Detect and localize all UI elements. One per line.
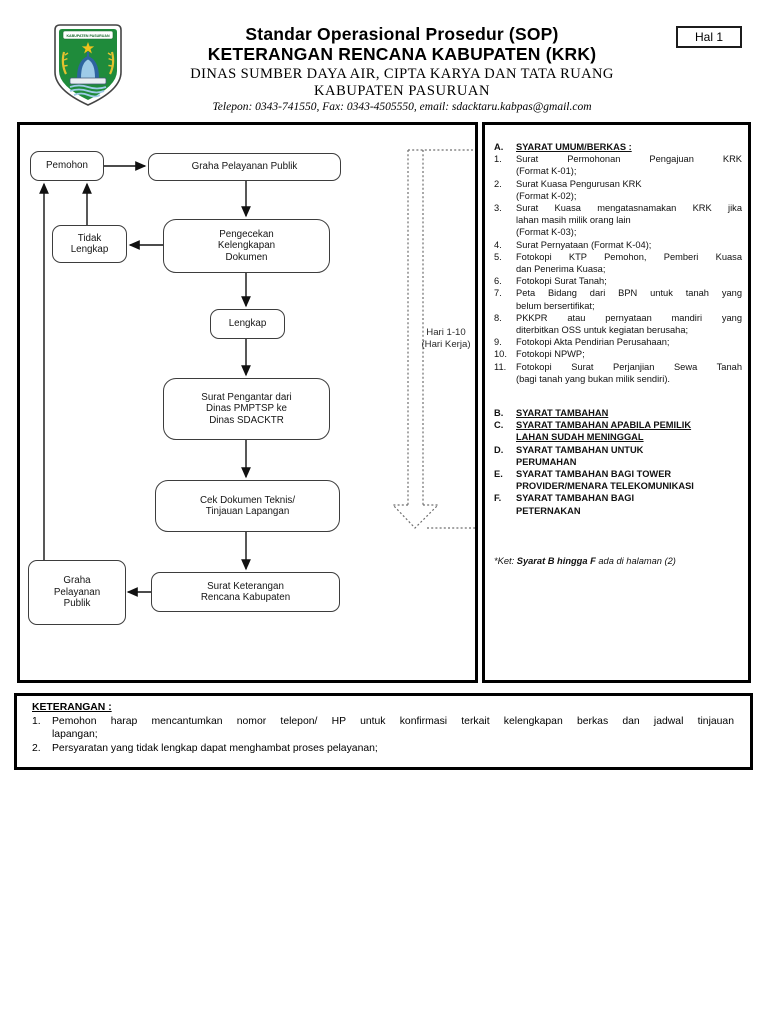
keterangan-panel: KETERANGAN : 1. Pemohon harap mencantumk… <box>14 693 753 770</box>
footnote: *Ket: Syarat B hingga F ada di halaman (… <box>494 555 676 566</box>
section-title: SYARAT UMUM/BERKAS : <box>516 142 632 152</box>
page-number-box: Hal 1 <box>676 26 742 48</box>
duration-label: Hari 1-10 (Hari Kerja) <box>421 327 471 350</box>
req-item: 10. Fotokopi NPWP; <box>494 349 585 360</box>
flow-node-lengkap: Lengkap <box>210 309 285 339</box>
flowchart-arrows <box>39 149 475 597</box>
flow-node-surat-keterangan-rencana-kabupaten: Surat Keterangan Rencana Kabupaten <box>151 572 340 612</box>
keterangan-item: 2. Persyaratan yang tidak lengkap dapat … <box>32 742 378 754</box>
pasuruan-regency-seal-logo: KABUPATEN PASURUAN <box>54 24 122 106</box>
section-b-heading: B. SYARAT TAMBAHAN <box>494 408 609 419</box>
req-item: 6. Fotokopi Surat Tanah; <box>494 276 607 287</box>
keterangan-title: KETERANGAN : <box>32 702 112 713</box>
flow-node-graha-pelayanan-publik-bottom: Graha Pelayanan Publik <box>28 560 126 625</box>
flow-node-graha-pelayanan-publik-top: Graha Pelayanan Publik <box>148 153 341 181</box>
req-item: 2. Surat Kuasa Pengurusan KRK(Format K-0… <box>494 178 642 201</box>
contact-info: Telepon: 0343-741550, Fax: 0343-4505550,… <box>212 101 592 113</box>
agency-name: DINAS SUMBER DAYA AIR, CIPTA KARYA DAN T… <box>190 66 614 82</box>
regency-name: KABUPATEN PASURUAN <box>313 83 491 99</box>
section-letter: A. <box>494 142 504 152</box>
req-item: 1. Surat Permohonan Pengajuan KRK(Format… <box>494 154 742 177</box>
req-item: 11. Fotokopi Surat Perjanjian Sewa Tanah… <box>494 361 742 384</box>
flow-node-pemohon: Pemohon <box>30 151 104 181</box>
krk-title: KETERANGAN RENCANA KABUPATEN (KRK) <box>207 44 597 64</box>
req-item: 7. Peta Bidang dari BPN untuk tanah yang… <box>494 288 742 311</box>
req-item: 4. Surat Pernyataan (Format K-04); <box>494 239 652 250</box>
svg-text:KABUPATEN PASURUAN: KABUPATEN PASURUAN <box>66 34 110 38</box>
duration-bracket-arrow <box>391 149 475 529</box>
keterangan-item: 1. Pemohon harap mencantumkan nomor tele… <box>32 716 734 741</box>
flow-node-pengecekan-kelengkapan-dokumen: Pengecekan Kelengkapan Dokumen <box>163 219 330 273</box>
page-number-label: Hal 1 <box>694 30 723 44</box>
requirements-panel: A. SYARAT UMUM/BERKAS : 1. Surat Permoho… <box>482 122 751 683</box>
document-header: Standar Operasional Prosedur (SOP) KETER… <box>40 24 764 114</box>
flow-node-cek-dokumen-teknis: Cek Dokumen Teknis/ Tinjauan Lapangan <box>155 480 340 532</box>
flow-node-surat-pengantar: Surat Pengantar dari Dinas PMPTSP ke Din… <box>163 378 330 440</box>
flow-node-tidak-lengkap: Tidak Lengkap <box>52 225 127 263</box>
flowchart-panel: Pemohon Graha Pelayanan Publik Tidak Len… <box>17 122 478 683</box>
req-item: 9. Fotokopi Akta Pendirian Perusahaan; <box>494 337 670 348</box>
section-a-heading: A. SYARAT UMUM/BERKAS : <box>494 141 742 153</box>
sop-title: Standar Operasional Prosedur (SOP) <box>245 24 559 44</box>
